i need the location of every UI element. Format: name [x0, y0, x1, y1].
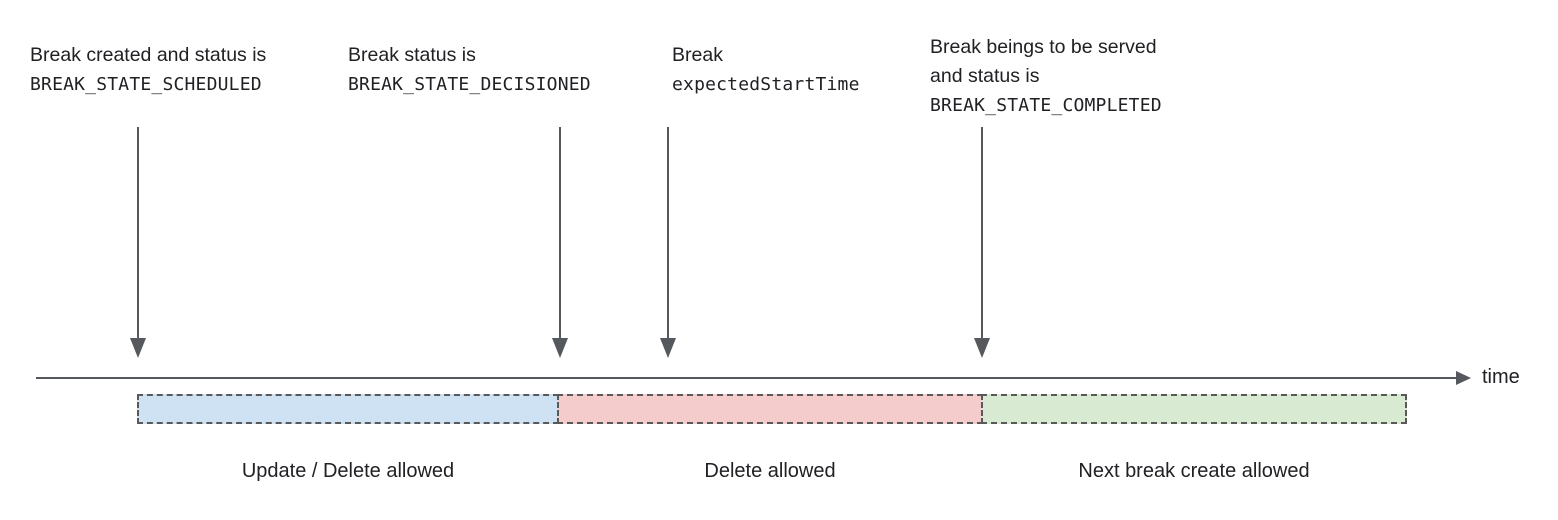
annotation-break-completed-text-2: and status is: [930, 65, 1040, 87]
time-axis-line: [36, 377, 1457, 379]
arrow-line: [559, 127, 561, 338]
arrow-down-icon: [130, 338, 146, 358]
segment-delete-allowed: [557, 394, 983, 424]
annotation-break-completed-code: BREAK_STATE_COMPLETED: [930, 95, 1162, 116]
segment-update-delete-allowed: [137, 394, 559, 424]
annotation-break-created-text: Break created and status is: [30, 44, 267, 66]
arrow-line: [137, 127, 139, 338]
annotation-expected-start-time: Break expectedStartTime: [672, 41, 860, 99]
time-axis-label: time: [1482, 366, 1520, 388]
annotation-break-completed-text-1: Break beings to be served: [930, 36, 1157, 58]
event-arrow-decisioned: [552, 127, 568, 358]
event-arrow-completed: [974, 127, 990, 358]
annotation-break-completed: Break beings to be served and status is …: [930, 33, 1162, 120]
annotation-break-decisioned: Break status is BREAK_STATE_DECISIONED: [348, 41, 591, 99]
arrow-line: [667, 127, 669, 338]
event-arrow-expected-start: [660, 127, 676, 358]
segment-label-delete-allowed: Delete allowed: [704, 460, 836, 482]
arrow-down-icon: [552, 338, 568, 358]
segment-next-break-create-allowed: [981, 394, 1407, 424]
arrow-down-icon: [974, 338, 990, 358]
annotation-break-created-code: BREAK_STATE_SCHEDULED: [30, 74, 262, 95]
event-arrow-scheduled: [130, 127, 146, 358]
annotation-expected-start-time-text: Break: [672, 44, 723, 66]
annotation-break-decisioned-text: Break status is: [348, 44, 476, 66]
segment-label-update-delete-allowed: Update / Delete allowed: [241, 460, 455, 482]
annotation-break-created: Break created and status is BREAK_STATE_…: [30, 41, 266, 99]
arrow-down-icon: [660, 338, 676, 358]
arrow-right-icon: [1456, 371, 1471, 385]
segment-label-next-break-create-allowed: Next break create allowed: [1078, 460, 1310, 482]
annotation-expected-start-time-code: expectedStartTime: [672, 74, 860, 95]
annotation-break-decisioned-code: BREAK_STATE_DECISIONED: [348, 74, 591, 95]
arrow-line: [981, 127, 983, 338]
